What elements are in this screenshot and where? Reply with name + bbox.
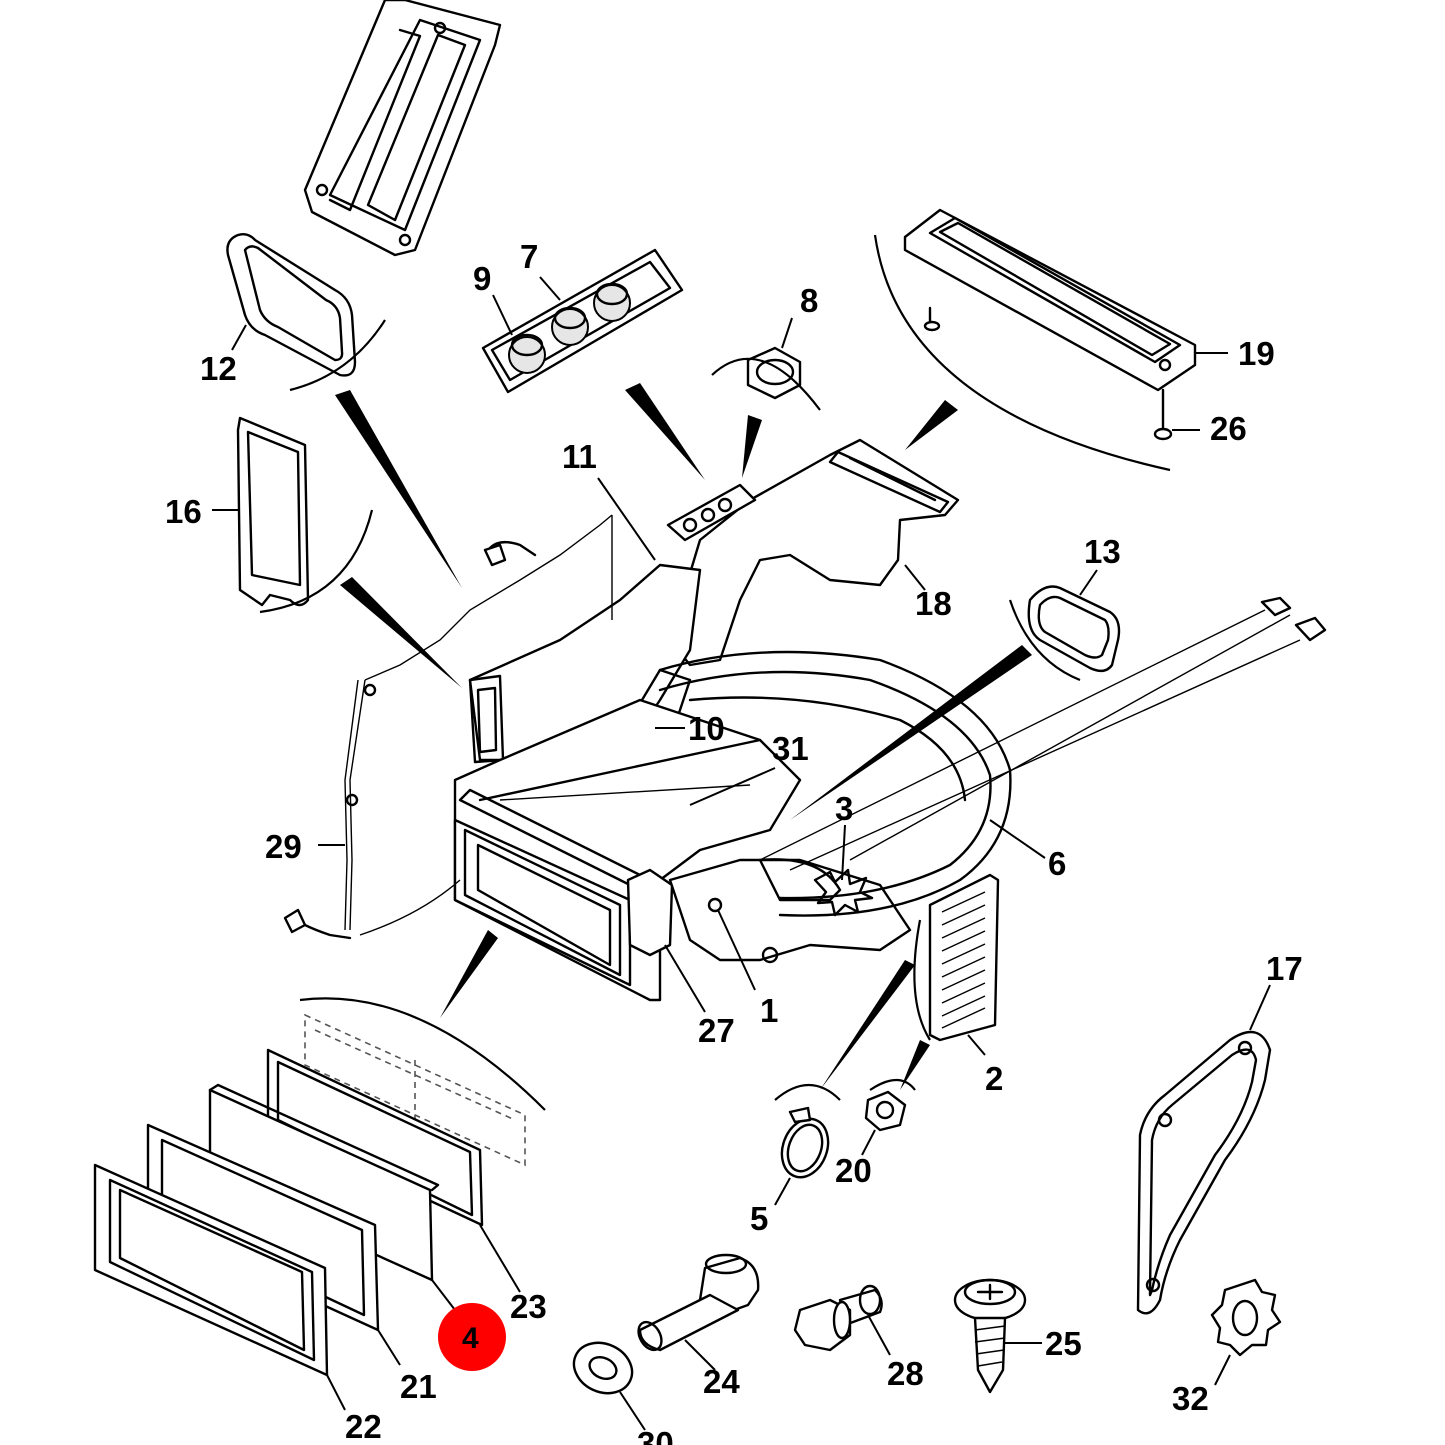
label-20: 20: [835, 1152, 872, 1189]
nut-8: [746, 346, 802, 400]
label-11: 11: [562, 438, 597, 475]
label-2: 2: [985, 1060, 1003, 1097]
label-13: 13: [1084, 533, 1121, 570]
label-16: 16: [165, 493, 202, 530]
label-24: 24: [703, 1363, 740, 1400]
filter-2: [928, 873, 1000, 1042]
control-panel-7: [481, 248, 684, 394]
label-22: 22: [345, 1408, 382, 1445]
washer-30: [572, 1341, 634, 1395]
label-31: 31: [772, 730, 809, 767]
nut-20: [864, 1090, 907, 1132]
label-29: 29: [265, 828, 302, 865]
flange-bolt-28: [793, 1284, 883, 1352]
part-labels: 9 7 8 12 19 26 11 16 13 18 10 31 3 29 6 …: [165, 238, 1303, 1445]
label-26: 26: [1210, 410, 1247, 447]
hvac-housing: [453, 438, 1327, 1002]
gasket-16: [236, 416, 310, 607]
bolt-24: [637, 1253, 760, 1352]
label-18: 18: [915, 585, 952, 622]
leader-lines: [597, 477, 1046, 1013]
clamp-5: [780, 1106, 830, 1179]
label-32: 32: [1172, 1380, 1209, 1417]
label-17: 17: [1266, 950, 1303, 987]
screw-25: [953, 1278, 1027, 1394]
top-vent-grille: [303, 0, 502, 257]
gasket-12: [226, 232, 357, 377]
label-9: 9: [473, 260, 491, 297]
label-25: 25: [1045, 1325, 1082, 1362]
label-21: 21: [400, 1368, 437, 1405]
label-8: 8: [800, 282, 818, 319]
gasket-17: [1136, 1030, 1272, 1315]
label-19: 19: [1238, 335, 1275, 372]
label-7: 7: [520, 238, 538, 275]
label-1: 1: [760, 992, 778, 1029]
highlight-marker: [438, 1303, 506, 1371]
label-4: 4: [462, 1322, 479, 1355]
label-27: 27: [698, 1012, 735, 1049]
wire-harness-29: [283, 514, 613, 940]
label-30: 30: [637, 1425, 674, 1445]
label-23: 23: [510, 1288, 547, 1325]
gasket-13: [1027, 585, 1121, 673]
filter-stack: [93, 1013, 526, 1377]
lock-washer-32: [1210, 1278, 1282, 1357]
label-3: 3: [835, 790, 853, 827]
label-10: 10: [688, 710, 725, 747]
callout-pointers: [335, 383, 1032, 1090]
label-6: 6: [1048, 845, 1066, 882]
label-5: 5: [750, 1200, 768, 1237]
label-12: 12: [200, 350, 237, 387]
cover-plate-19: [903, 208, 1197, 441]
label-28: 28: [887, 1355, 924, 1392]
